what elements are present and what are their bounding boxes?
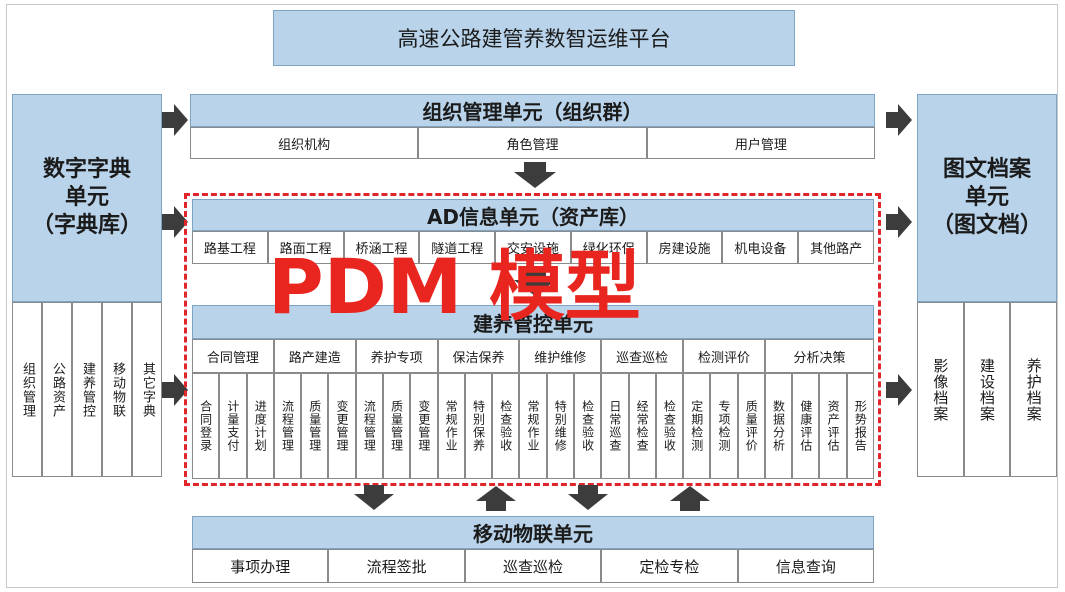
org-unit-item: 用户管理	[646, 127, 875, 159]
org-unit-item: 角色管理	[418, 127, 647, 159]
ad-unit-item: 机电设备	[722, 231, 799, 264]
right-unit-item: 影像档案	[917, 302, 964, 477]
control-group: 巡查巡检 日常巡查 经常检查 检查验收	[601, 339, 684, 479]
control-group: 路产建造 流程管理 质量管理 变更管理	[273, 339, 356, 479]
control-group: 维护维修 常规作业 特别维修 检查验收	[519, 339, 602, 479]
mobile-unit-item: 定检专检	[601, 549, 738, 583]
control-group-name: 合同管理	[192, 339, 274, 373]
mobile-unit-item: 事项办理	[192, 549, 329, 583]
control-item: 检查验收	[573, 373, 602, 479]
mobile-unit-item: 巡查巡检	[464, 549, 602, 583]
control-group-name: 分析决策	[764, 339, 875, 373]
ad-unit-item: 路面工程	[267, 231, 344, 264]
control-group-name: 维护维修	[519, 339, 602, 373]
platform-title: 高速公路建管养数智运维平台	[273, 10, 795, 66]
right-unit-title: 图文档案 单元 （图文档）	[917, 94, 1057, 302]
control-group: 检测评价 定期检测 专项检测 质量评价	[683, 339, 765, 479]
control-item: 数据分析	[764, 373, 793, 479]
right-arrow-icon	[886, 374, 912, 406]
left-unit-items: 组织管理 公路资产 建养管控 移动物联 其它字典	[12, 302, 162, 477]
ad-unit-item: 房建设施	[646, 231, 723, 264]
control-item: 定期检测	[683, 373, 711, 479]
control-group-name: 路产建造	[273, 339, 356, 373]
control-group: 养护专项 流程管理 质量管理 变更管理	[355, 339, 438, 479]
mobile-arrows	[354, 485, 710, 511]
control-item: 常规作业	[437, 373, 465, 479]
ad-unit-item: 交安设施	[495, 231, 571, 264]
control-item: 流程管理	[355, 373, 383, 479]
control-item: 变更管理	[328, 373, 356, 479]
mobile-unit-item: 流程签批	[328, 549, 465, 583]
control-item: 特别保养	[464, 373, 493, 479]
control-unit-groups: 合同管理 合同登录 计量支付 进度计划 路产建造 流程管理 质量管理 变更管理 …	[192, 339, 875, 479]
down-arrow-icon	[568, 485, 608, 510]
right-arrows	[886, 104, 912, 406]
up-arrow-icon	[476, 486, 516, 511]
control-group-name: 保洁保养	[437, 339, 520, 373]
mobile-unit-title: 移动物联单元	[192, 516, 874, 549]
ad-unit-item: 桥涵工程	[343, 231, 420, 264]
control-item: 特别维修	[546, 373, 574, 479]
control-group: 合同管理 合同登录 计量支付 进度计划	[192, 339, 274, 479]
left-unit-item: 组织管理	[12, 302, 42, 477]
right-unit-item: 养护档案	[1010, 302, 1058, 477]
control-item: 经常检查	[628, 373, 656, 479]
ad-unit-item: 隧道工程	[419, 231, 496, 264]
control-item: 形势报告	[846, 373, 875, 479]
control-group-name: 巡查巡检	[601, 339, 684, 373]
right-arrow-icon	[162, 104, 188, 136]
ad-unit-items: 路基工程 路面工程 桥涵工程 隧道工程 交安设施 绿化环保 房建设施 机电设备 …	[192, 231, 875, 264]
org-unit-title: 组织管理单元（组织群）	[190, 94, 875, 127]
control-item: 变更管理	[410, 373, 438, 479]
mobile-unit-items: 事项办理 流程签批 巡查巡检 定检专检 信息查询	[192, 549, 875, 583]
right-arrow-icon	[886, 206, 912, 238]
ad-unit-item: 其他路产	[798, 231, 875, 264]
left-unit-item: 移动物联	[102, 302, 132, 477]
control-unit-title: 建养管控单元	[192, 305, 874, 339]
control-group-name: 检测评价	[683, 339, 765, 373]
control-item: 计量支付	[219, 373, 247, 479]
right-arrow-icon	[886, 104, 912, 136]
left-unit-item: 建养管控	[72, 302, 102, 477]
left-unit-title: 数字字典 单元 （字典库）	[12, 94, 162, 302]
control-item: 合同登录	[192, 373, 220, 479]
right-arrow-icon	[162, 374, 188, 406]
control-item: 常规作业	[519, 373, 547, 479]
control-item: 质量管理	[382, 373, 411, 479]
control-group: 保洁保养 常规作业 特别保养 检查验收	[437, 339, 520, 479]
control-item: 检查验收	[655, 373, 684, 479]
right-unit-items: 影像档案 建设档案 养护档案	[917, 302, 1058, 477]
ad-unit-item: 路基工程	[192, 231, 268, 264]
control-item: 质量管理	[301, 373, 329, 479]
control-item: 质量评价	[737, 373, 765, 479]
up-arrow-icon	[670, 486, 710, 511]
control-item: 流程管理	[273, 373, 302, 479]
control-item: 日常巡查	[601, 373, 629, 479]
org-unit-item: 组织机构	[190, 127, 419, 159]
control-item: 检查验收	[492, 373, 520, 479]
control-group: 分析决策 数据分析 健康评估 资产评估 形势报告	[764, 339, 875, 479]
left-arrows	[162, 104, 188, 406]
diagram-frame	[6, 4, 1058, 588]
org-unit-items: 组织机构 角色管理 用户管理	[190, 127, 875, 159]
mobile-unit-item: 信息查询	[737, 549, 875, 583]
control-item: 专项检测	[710, 373, 738, 479]
control-group-name: 养护专项	[355, 339, 438, 373]
left-unit-item: 其它字典	[132, 302, 162, 477]
right-arrow-icon	[162, 206, 188, 238]
down-arrow-icon	[514, 270, 556, 296]
right-unit-item: 建设档案	[963, 302, 1011, 477]
control-item: 进度计划	[246, 373, 274, 479]
control-item: 健康评估	[792, 373, 820, 479]
ad-unit-title: AD信息单元（资产库）	[192, 199, 874, 231]
down-arrow-icon	[354, 485, 394, 510]
control-item: 资产评估	[819, 373, 847, 479]
pdm-region	[184, 193, 881, 486]
left-unit-item: 公路资产	[42, 302, 72, 477]
ad-unit-item: 绿化环保	[570, 231, 647, 264]
down-arrow-icon	[514, 162, 556, 188]
